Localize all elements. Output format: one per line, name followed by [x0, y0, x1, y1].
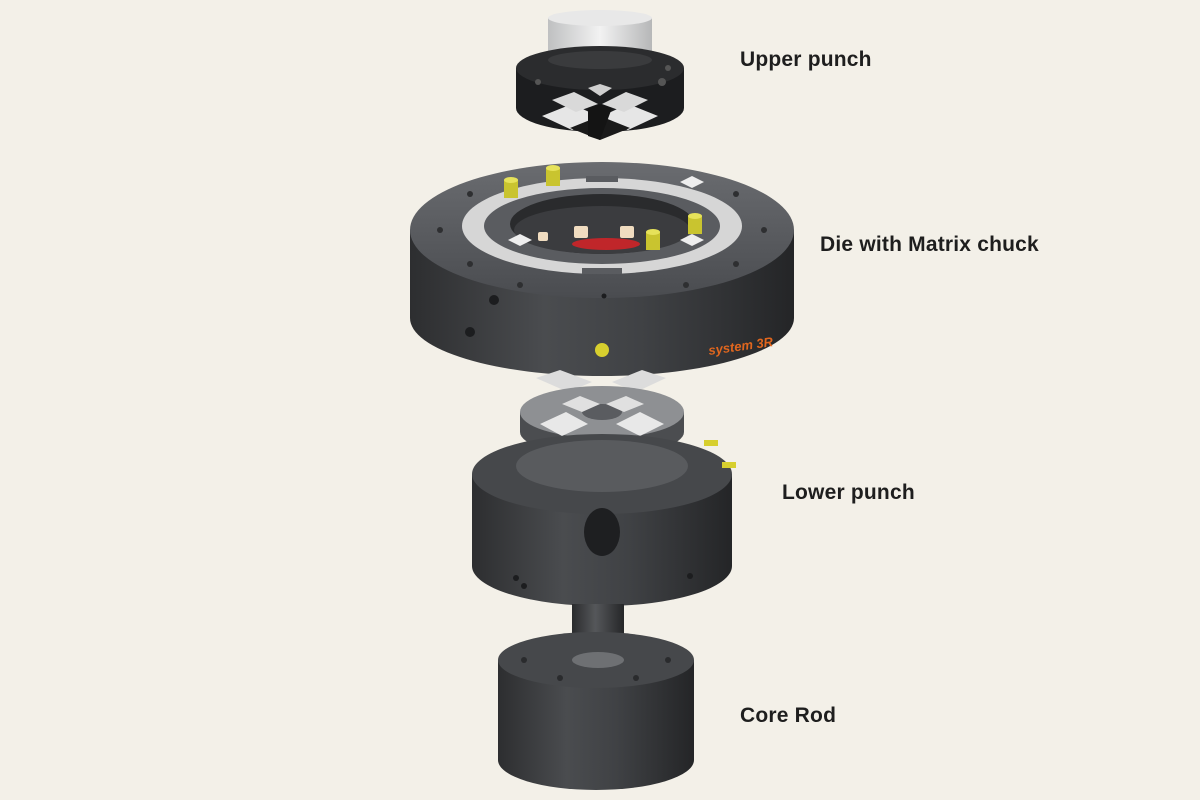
die-locating-pins [504, 165, 702, 250]
core-rod-label: Core Rod [740, 704, 837, 727]
die-part: system 3R [410, 162, 794, 376]
die-side-pin [595, 343, 609, 357]
upper-punch-cross [542, 84, 658, 140]
core-rod-base [498, 660, 694, 790]
upper-punch-label: Upper punch [740, 48, 872, 71]
core-rod-part [498, 604, 694, 790]
upper-punch-part [516, 10, 684, 140]
lower-punch-label: Lower punch [782, 481, 915, 504]
lower-punch-part [472, 370, 736, 606]
die-with-matrix-chuck-label: Die with Matrix chuck [820, 233, 1039, 256]
